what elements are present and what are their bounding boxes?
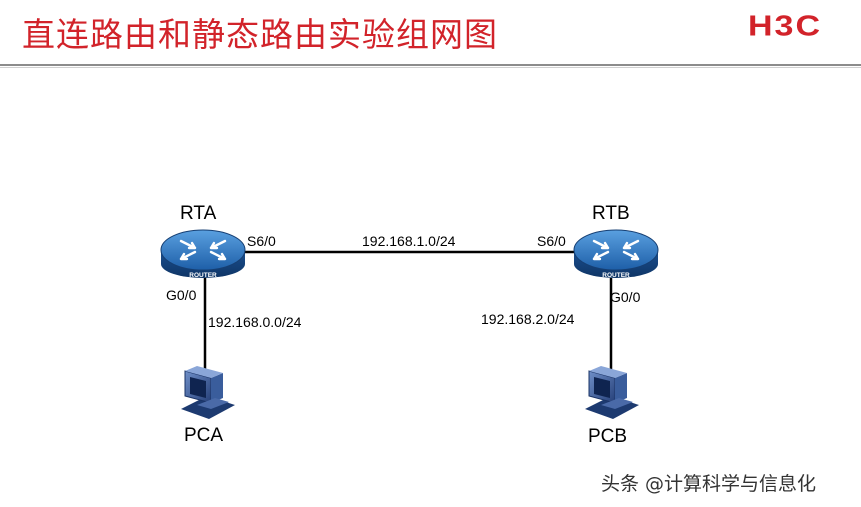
router-rta-icon: ROUTER bbox=[160, 229, 246, 279]
pc-a-icon bbox=[181, 366, 235, 419]
router-badge: ROUTER bbox=[189, 272, 217, 279]
rtb-serial-port: S6/0 bbox=[537, 233, 566, 249]
rta-lan-port: G0/0 bbox=[166, 287, 197, 303]
lan-a-network-label: 192.168.0.0/24 bbox=[208, 314, 302, 330]
rta-label: RTA bbox=[180, 203, 217, 224]
watermark: 头条 @计算科学与信息化 bbox=[601, 473, 817, 495]
rtb-label: RTB bbox=[592, 203, 630, 224]
pc-b-icon bbox=[585, 366, 639, 419]
h3c-logo: H3C bbox=[748, 10, 823, 43]
router-badge: ROUTER bbox=[602, 272, 630, 279]
router-rtb-icon: ROUTER bbox=[573, 229, 659, 279]
slide-title: 直连路由和静态路由实验组网图 bbox=[22, 15, 498, 54]
rtb-lan-port: G0/0 bbox=[610, 289, 641, 305]
pca-label: PCA bbox=[184, 425, 224, 446]
wan-network-label: 192.168.1.0/24 bbox=[362, 233, 456, 249]
header-divider-light bbox=[0, 67, 861, 68]
rta-serial-port: S6/0 bbox=[247, 233, 276, 249]
pcb-label: PCB bbox=[588, 426, 628, 447]
header-divider bbox=[0, 64, 861, 66]
lan-b-network-label: 192.168.2.0/24 bbox=[481, 311, 575, 327]
